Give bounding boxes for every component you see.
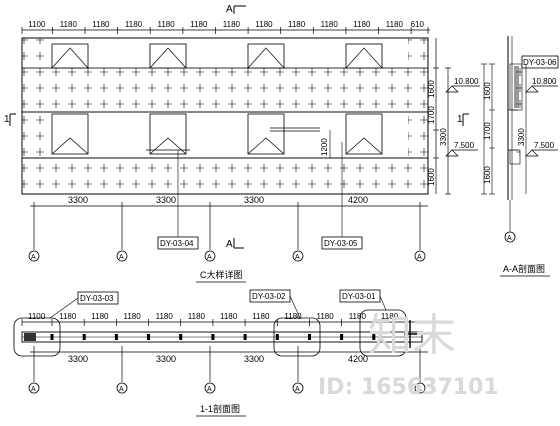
sec-top-dim-11: 1180 (349, 312, 367, 321)
wall-stud-11 (372, 334, 376, 340)
sec-top-dim-9: 1180 (284, 312, 302, 321)
right-dim-total: 3300 (439, 128, 448, 146)
plan-top-dim-1: 1100 (28, 20, 46, 29)
aa-grid-label: A (507, 235, 512, 242)
sec-top-dim-3: 1180 (91, 312, 109, 321)
aa-dim-3: 1600 (483, 166, 492, 184)
level-top: 10.800 (454, 77, 479, 86)
plan-top-dim-12: 1180 (386, 20, 404, 29)
sec-top-dim-7: 1180 (220, 312, 238, 321)
tag-dy-03-05: DY-03-05 (324, 239, 358, 248)
aa-level-top: 10.800 (532, 77, 557, 86)
sec-title: 1-1剖面图 (200, 403, 240, 414)
sec-grid-label-3: A (207, 386, 212, 393)
side-mark-right: 1 (457, 114, 463, 125)
grid-label-5: A (417, 254, 422, 261)
plan-top-dim-8: 1180 (255, 20, 273, 29)
level-bottom: 7.500 (454, 141, 475, 150)
plan-top-dim-5: 1180 (158, 20, 176, 29)
tag-dy-03-01: DY-03-01 (342, 292, 376, 301)
wall-stud-7 (243, 334, 247, 340)
bottom-dim-2: 3300 (156, 195, 176, 205)
sec-bottom-dim-2: 3300 (156, 354, 176, 364)
sec-top-dim-4: 1180 (124, 312, 142, 321)
plan-top-dim-4: 1180 (125, 20, 143, 29)
bottom-dim-4: 4200 (348, 195, 368, 205)
side-mark-left: 1 (4, 114, 10, 125)
watermark-id: ID: 165637101 (318, 375, 499, 400)
aa-dim-2: 1700 (483, 122, 492, 140)
aa-dim-1: 1600 (483, 82, 492, 100)
plan-top-dim-10: 1180 (321, 20, 339, 29)
wall-stud-3 (114, 334, 118, 340)
tag-dy-03-03: DY-03-03 (80, 294, 114, 303)
plan-detail: A 1 1 1100 1180 1180 1180 1180 1180 1180 1180 11… (4, 4, 480, 283)
wall-stud-8 (275, 334, 279, 340)
sec-bottom-dim-3: 3300 (244, 354, 264, 364)
sec-top-dim-8: 1180 (252, 312, 270, 321)
sec-top-dim-6: 1180 (188, 312, 206, 321)
sec-bottom-dim-1: 3300 (68, 354, 88, 364)
plan-top-dim-6: 1180 (190, 20, 208, 29)
plan-title: C大样详图 (200, 269, 243, 280)
wall-stud-9 (308, 334, 311, 340)
sec-bottom-dim-4: 4200 (348, 354, 368, 364)
plan-top-dim-13: 610 (411, 20, 425, 29)
right-dim-1: 1600 (427, 80, 436, 98)
section-mark-bottom: A (226, 239, 233, 250)
section-aa: DY-03-06 1600 1700 1600 3300 10.800 7.50… (481, 36, 559, 277)
wall-stud-1 (50, 334, 54, 340)
grid-label-3: A (207, 254, 212, 261)
right-dim-2: 1700 (427, 106, 436, 124)
inner-dim-label: 1200 (320, 138, 329, 156)
sec-top-dim-12: 1180 (381, 312, 399, 321)
wall-stud-2 (82, 334, 86, 340)
sec-grid-label-4: A (295, 386, 300, 393)
section-11: 1100 1180 1180 1180 1180 1180 1180 1180 1180 1180… (13, 289, 430, 417)
watermark-logo: 知末 (368, 310, 456, 361)
grid-label-1: A (31, 254, 36, 261)
watermark: 知末 ID: 165637101 (318, 310, 499, 400)
sec-top-dim-2: 1180 (59, 312, 77, 321)
sec-grid-label-2: A (119, 386, 124, 393)
tag-dy-03-06: DY-03-06 (523, 58, 557, 67)
aa-dim-total: 3300 (517, 128, 526, 146)
plan-top-dim-3: 1180 (92, 20, 110, 29)
sec-grid-label-1: A (31, 386, 36, 393)
grid-label-2: A (119, 254, 124, 261)
plan-top-dim-7: 1180 (223, 20, 241, 29)
wall-stud-4 (147, 334, 150, 340)
tag-dy-03-04: DY-03-04 (160, 239, 194, 248)
aa-level-bottom: 7.500 (534, 141, 555, 150)
wall-stud-6 (211, 334, 215, 340)
right-dim-3: 1600 (427, 168, 436, 186)
wall-stud-10 (340, 334, 344, 340)
bottom-dim-3: 3300 (244, 195, 264, 205)
plan-top-dim-11: 1180 (353, 20, 371, 29)
section-mark-top: A (226, 4, 233, 15)
sec-grid-label-5: A (417, 386, 422, 393)
sec-top-dim-10: 1180 (317, 312, 335, 321)
plan-top-dim-2: 1180 (60, 20, 78, 29)
bottom-dim-1: 3300 (68, 195, 88, 205)
aa-title: A-A剖面图 (503, 263, 545, 274)
sec-top-dim-5: 1180 (156, 312, 174, 321)
tag-dy-03-02: DY-03-02 (252, 292, 286, 301)
grid-label-4: A (295, 254, 300, 261)
wall-stud-5 (179, 334, 183, 340)
plan-top-dim-9: 1180 (288, 20, 306, 29)
sec-top-dim-1: 1100 (28, 312, 46, 321)
